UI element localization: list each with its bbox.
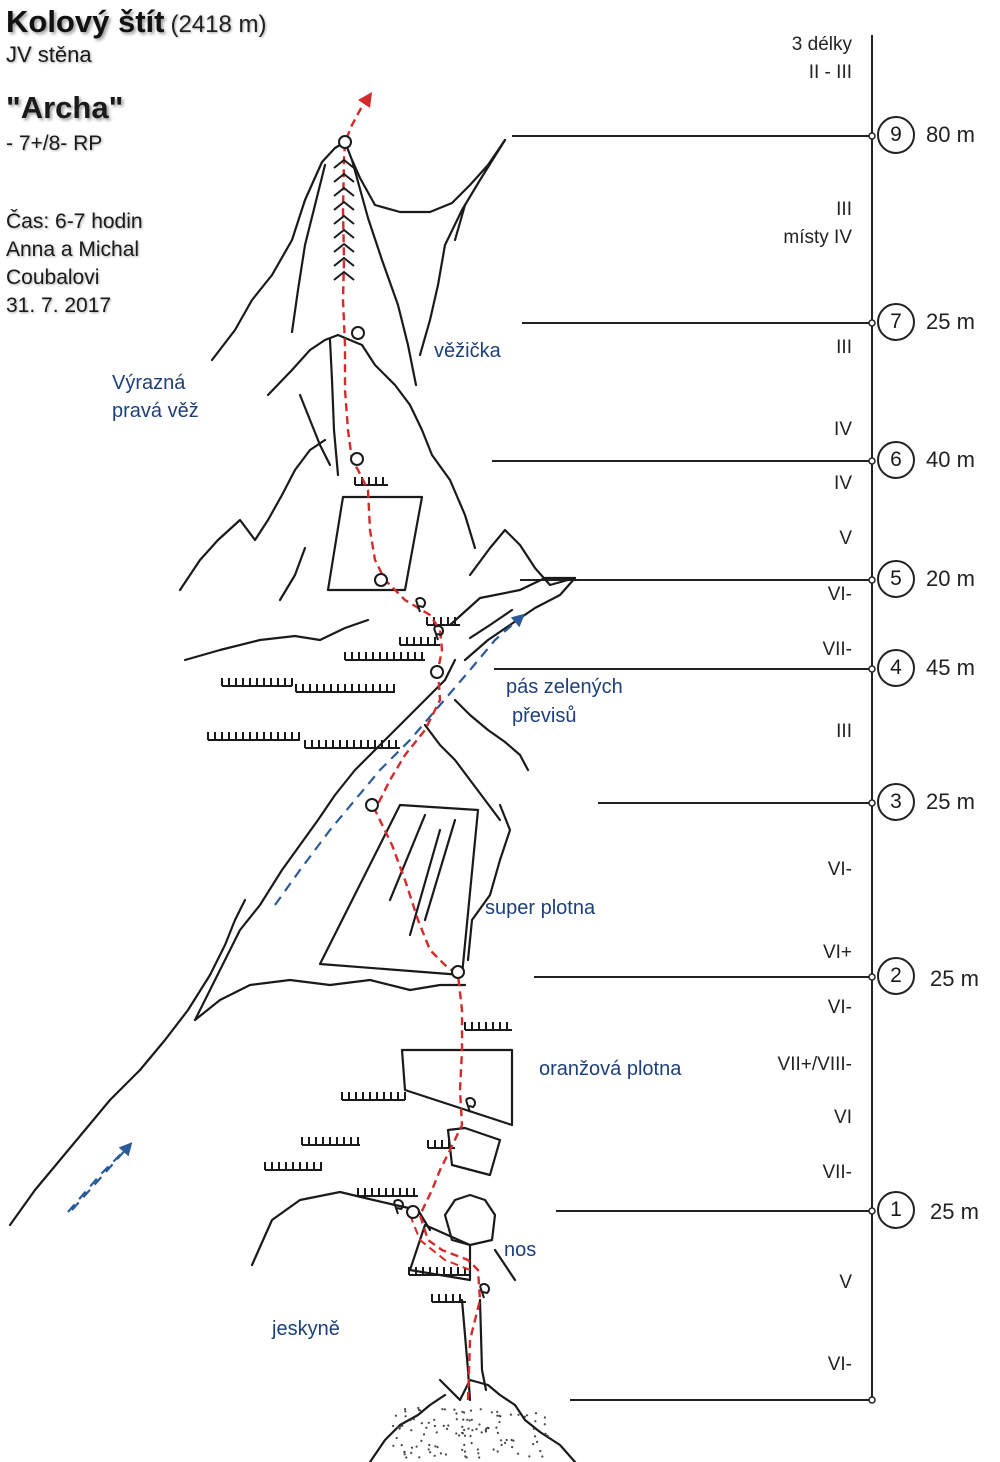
authors-line1: Anna a Michal: [6, 238, 140, 261]
overhang-hatching: [207, 477, 512, 1303]
pitons: [393, 597, 490, 1299]
gully-arrow: [67, 618, 520, 1213]
pitch-length: 20 m: [926, 566, 975, 591]
belay-number: 2: [877, 957, 915, 995]
grade-label: VII-: [822, 1162, 852, 1183]
pitch-length: 40 m: [926, 447, 975, 472]
grade-label: III: [836, 199, 852, 220]
grade-label: VII+/VIII-: [777, 1054, 852, 1075]
belay-number: 3: [877, 783, 915, 821]
belay-number: 1: [877, 1191, 915, 1229]
label-cave: jeskyně: [272, 1318, 340, 1340]
scree: [392, 1406, 549, 1459]
pitch-lines: [492, 135, 872, 1401]
route-line: [341, 92, 482, 1401]
rock-outlines: [8, 138, 577, 1462]
grade-label: VI+: [822, 942, 852, 963]
grade-label: VII-: [822, 639, 852, 660]
grade-label: V: [839, 528, 852, 549]
grade-label: místy IV: [783, 227, 852, 248]
label-turret: věžička: [434, 340, 501, 362]
page-title: Kolový štít(2418 m): [6, 4, 267, 40]
grade-label: IV: [834, 419, 852, 440]
pitch-length: 45 m: [926, 655, 975, 680]
belay-number: 7: [877, 303, 915, 341]
time-info: Čas: 6-7 hodin: [6, 210, 143, 233]
mountain-name: Kolový štít: [6, 4, 165, 39]
label-right-tower-2: pravá věž: [112, 400, 199, 422]
pitch-length: 25 m: [926, 789, 975, 814]
label-super-slab: super plotna: [485, 897, 596, 919]
label-orange-slab: oranžová plotna: [539, 1058, 682, 1080]
grade-label: III: [836, 337, 852, 358]
grade-label: IV: [834, 473, 852, 494]
label-right-tower-1: Výrazná: [112, 372, 186, 394]
ridge-chevrons: [333, 158, 355, 281]
pitch-length: 25 m: [930, 1199, 979, 1224]
label-nose: nos: [504, 1239, 537, 1261]
grade-label: VI-: [827, 997, 852, 1018]
grade-label: VI-: [827, 1354, 852, 1375]
belay-number: 5: [877, 560, 915, 598]
top-note-grade: II - III: [808, 62, 852, 83]
grade-label: VI-: [827, 584, 852, 605]
grade-label: III: [836, 721, 852, 742]
label-green-overhangs-2: převisů: [512, 705, 577, 727]
pitch-length: 25 m: [930, 966, 979, 991]
label-green-overhangs-1: pás zelených: [506, 676, 623, 698]
route-name: "Archa": [6, 90, 124, 125]
pitch-length: 25 m: [926, 309, 975, 334]
elevation: (2418 m): [170, 11, 267, 38]
belay-number: 4: [877, 649, 915, 687]
face-name: JV stěna: [6, 42, 92, 67]
scale-ticks: [868, 132, 876, 1404]
grade-label: V: [839, 1272, 852, 1293]
grade-label: VI-: [827, 859, 852, 880]
pitch-length: 80 m: [926, 122, 975, 147]
belay-number: 6: [877, 441, 915, 479]
route-grade: - 7+/8- RP: [6, 132, 103, 155]
belay-number: 9: [877, 116, 915, 154]
authors-line2: Coubalovi: [6, 266, 100, 289]
grade-label: VI: [834, 1107, 852, 1128]
belays: [338, 135, 465, 1219]
top-note-pitches: 3 délky: [791, 34, 852, 55]
date: 31. 7. 2017: [6, 294, 112, 317]
